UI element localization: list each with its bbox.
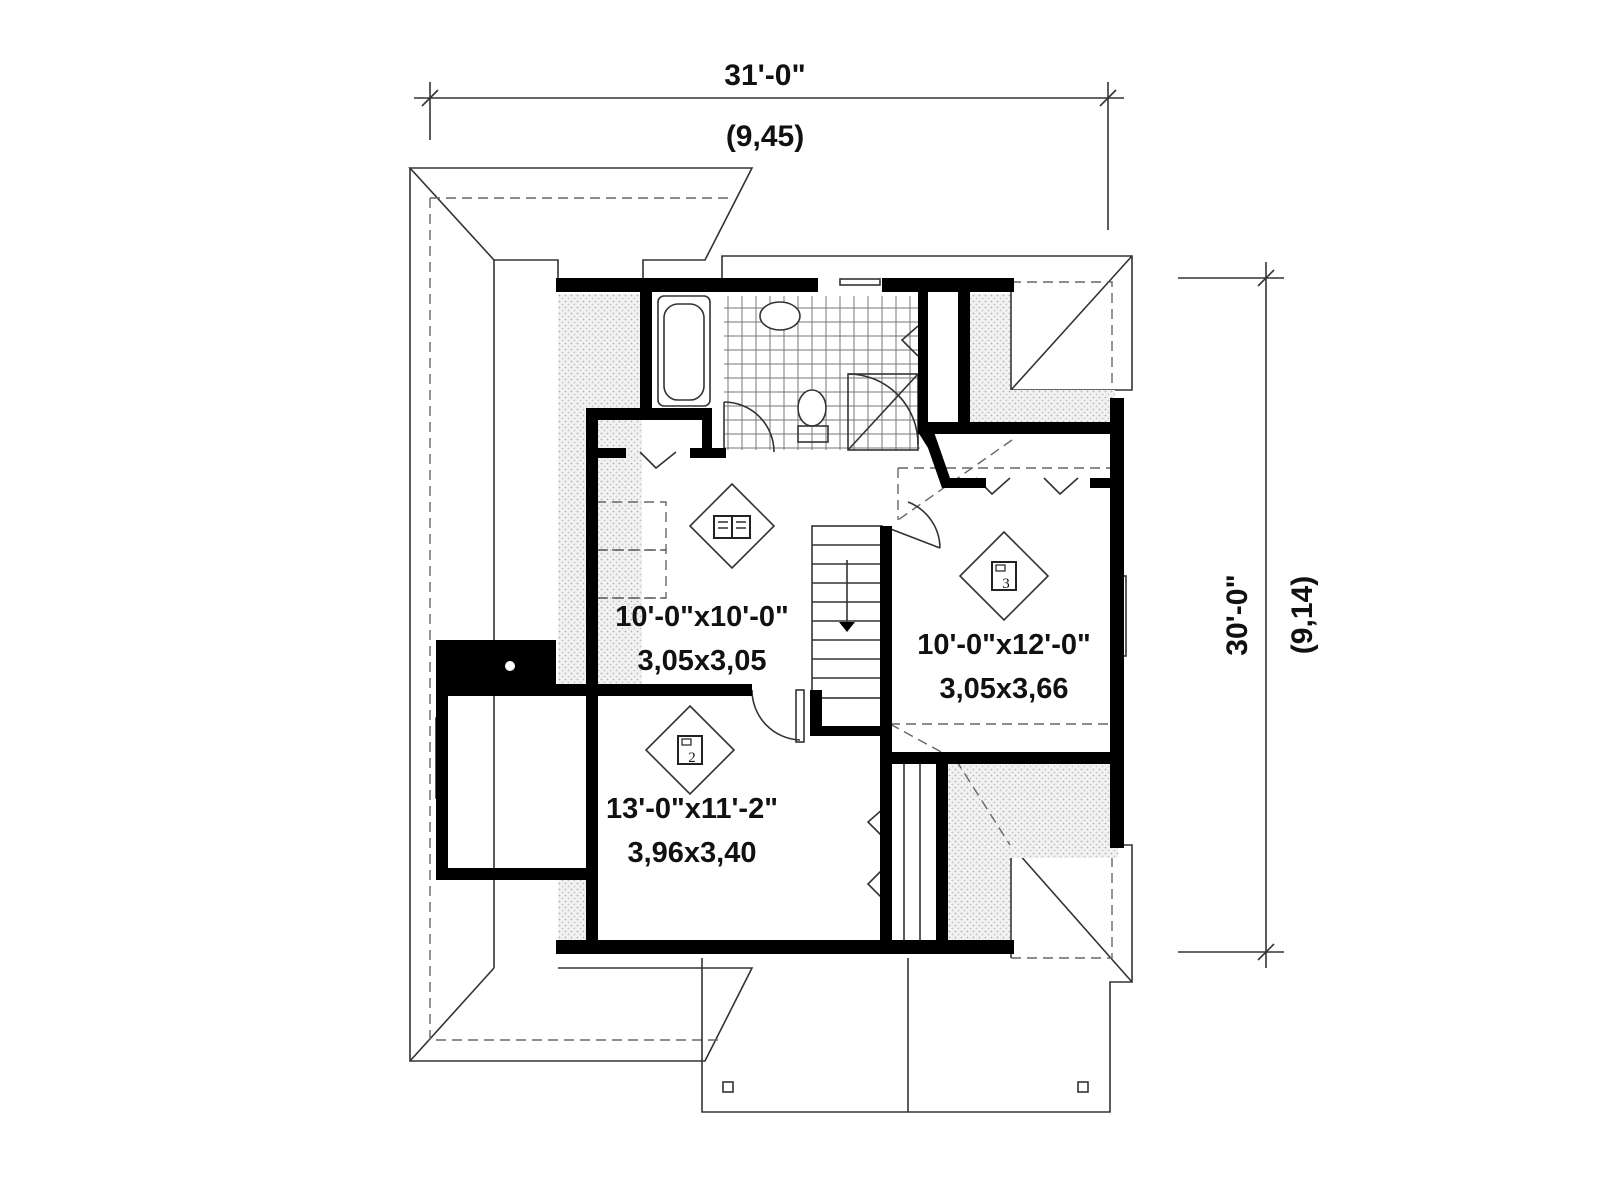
bedroom-2-number: 2 [688,750,696,766]
bed-icon: 3 [991,561,1017,592]
bedroom-2-size-imperial: 13'-0"x11'-2" [606,793,778,825]
study-size-metric: 3,05x3,05 [637,645,766,677]
down-arrow-icon [839,622,855,632]
book-icon [713,515,751,539]
toilet [797,389,827,427]
depth-imperial-label: 30'-0" [1221,574,1254,655]
study-size-imperial: 10'-0"x10'-0" [615,601,789,633]
walls [436,278,1124,954]
roof-outline [408,167,1133,1113]
width-dimension: 31'-0" (9,45) [414,59,1124,230]
room-bedroom-3: 3 10'-0"x12'-0" 3,05x3,66 [917,530,1091,705]
bathtub [657,295,711,407]
bedroom-3-size-imperial: 10'-0"x12'-0" [917,629,1091,661]
bathroom [657,278,920,453]
attic-area [558,294,1118,950]
depth-dimension: 30'-0" (9,14) [1178,262,1319,968]
bedroom-3-size-metric: 3,05x3,66 [939,673,1068,705]
bedroom-3-number: 3 [1002,576,1010,592]
bed-icon: 2 [677,735,703,766]
width-imperial-label: 31'-0" [724,59,805,92]
sink [759,301,801,331]
room-study: 10'-0"x10'-0" 3,05x3,05 [615,482,789,677]
staircase [811,525,883,699]
bedroom-2-size-metric: 3,96x3,40 [627,837,756,869]
room-bedroom-2: 2 13'-0"x11'-2" 3,96x3,40 [606,704,778,869]
depth-metric-label: (9,14) [1286,576,1319,654]
width-metric-label: (9,45) [726,120,804,153]
